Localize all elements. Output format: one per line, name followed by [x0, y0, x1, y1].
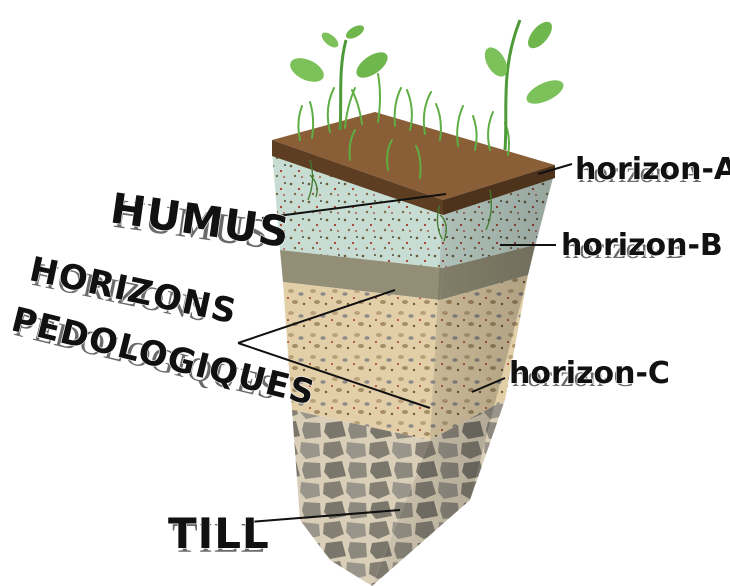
- horizon-b-label: horizon-B: [561, 228, 723, 263]
- humus-label-group: HUMUS HUMUS: [107, 183, 293, 261]
- horizons-label-group: HORIZONS HORIZONS PEDOLOGIQUES PEDOLOGIQ…: [7, 249, 320, 416]
- till-label: TILL: [168, 509, 270, 558]
- horizon-a-label: horizon-A: [575, 152, 730, 187]
- horizon-b-label-group: horizon-B horizon-B: [561, 228, 723, 265]
- till-label-group: TILL TILL: [168, 509, 270, 562]
- horizon-c-label: horizon-C: [509, 356, 670, 391]
- soil-column: [272, 18, 567, 586]
- horizon-c-label-group: horizon-C horizon-C: [509, 356, 670, 393]
- horizon-a-label-group: horizon-A horizon-A: [575, 152, 730, 189]
- plant-right: [480, 18, 567, 150]
